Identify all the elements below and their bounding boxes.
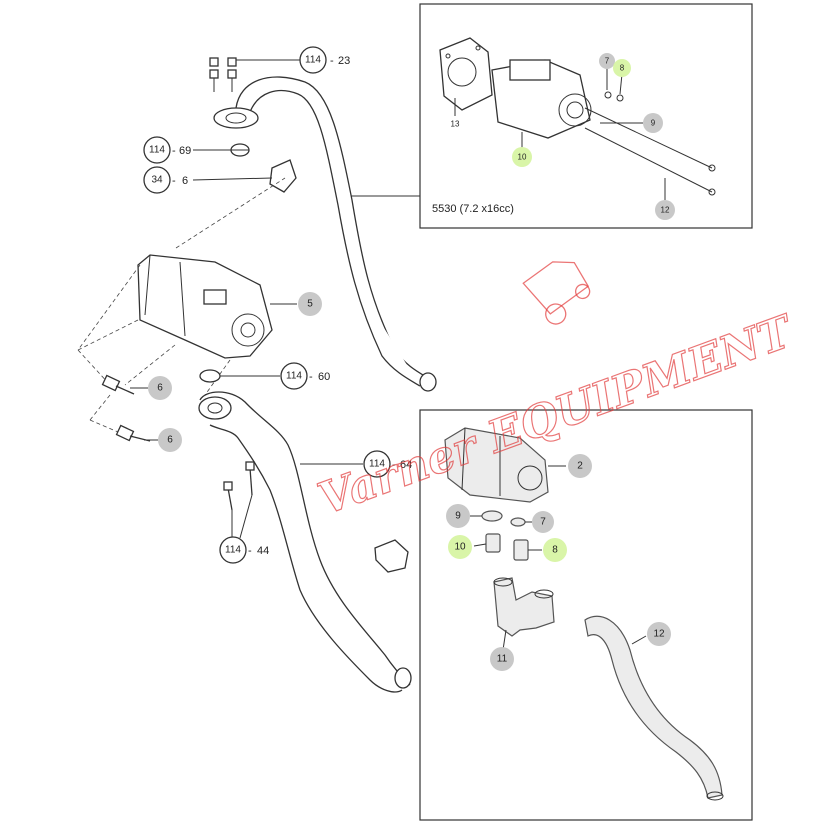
bolts-23 xyxy=(209,57,237,92)
label-11b: 11 xyxy=(497,654,508,665)
label-9: 9 xyxy=(651,119,656,128)
svg-text:-: - xyxy=(172,175,176,187)
callout-114-23: 114 - 23 xyxy=(299,46,350,74)
svg-text:-: - xyxy=(248,545,252,557)
label-7: 7 xyxy=(605,57,610,66)
svg-text:-: - xyxy=(172,145,176,157)
callout-5: 5 xyxy=(298,292,322,316)
svg-text:23: 23 xyxy=(338,55,350,67)
inset-bottom: 2 9 7 10 8 11 12 xyxy=(419,409,753,821)
label-2: 2 xyxy=(577,461,583,472)
svg-text:6: 6 xyxy=(157,383,163,394)
callout-34-6: 34 - 6 xyxy=(143,166,188,194)
bolt-6a xyxy=(101,374,135,395)
svg-text:6: 6 xyxy=(167,435,173,446)
svg-text:44: 44 xyxy=(257,545,269,557)
svg-text:114: 114 xyxy=(225,545,241,556)
svg-text:114: 114 xyxy=(305,55,321,66)
label-12: 12 xyxy=(661,206,670,215)
callout-114-44: 114 - 44 xyxy=(219,536,269,564)
inset-top: 13 7 8 9 10 12 5530 (7.2 x16cc) xyxy=(419,3,753,229)
callout-114-64: 114 - 64 xyxy=(363,450,412,478)
label-10b: 10 xyxy=(454,542,466,553)
svg-text:34: 34 xyxy=(151,175,163,186)
svg-text:64: 64 xyxy=(400,459,412,471)
pump-5 xyxy=(137,254,273,359)
svg-text:5: 5 xyxy=(307,299,313,310)
svg-text:114: 114 xyxy=(369,459,385,470)
label-8b: 8 xyxy=(552,545,558,556)
label-10: 10 xyxy=(518,153,527,162)
svg-text:6: 6 xyxy=(182,175,188,187)
callout-114-69: 114 - 69 xyxy=(143,136,191,164)
inset-caption: 5530 (7.2 x16cc) xyxy=(432,203,514,215)
svg-text:-: - xyxy=(392,459,396,471)
label-7b: 7 xyxy=(540,517,546,528)
label-13: 13 xyxy=(451,120,460,129)
svg-text:-: - xyxy=(309,371,313,383)
main-assembly xyxy=(77,57,437,693)
callout-114-60: 114 - 60 xyxy=(280,362,330,390)
bolt-6b xyxy=(115,424,151,442)
svg-text:69: 69 xyxy=(179,145,191,157)
svg-text:114: 114 xyxy=(149,145,165,156)
svg-text:60: 60 xyxy=(318,371,330,383)
label-8: 8 xyxy=(620,64,625,73)
label-9b: 9 xyxy=(455,511,461,522)
svg-text:-: - xyxy=(330,55,334,67)
label-12b: 12 xyxy=(653,629,665,640)
svg-text:114: 114 xyxy=(286,371,302,382)
callout-6a: 6 xyxy=(148,376,172,400)
callout-6b: 6 xyxy=(158,428,182,452)
